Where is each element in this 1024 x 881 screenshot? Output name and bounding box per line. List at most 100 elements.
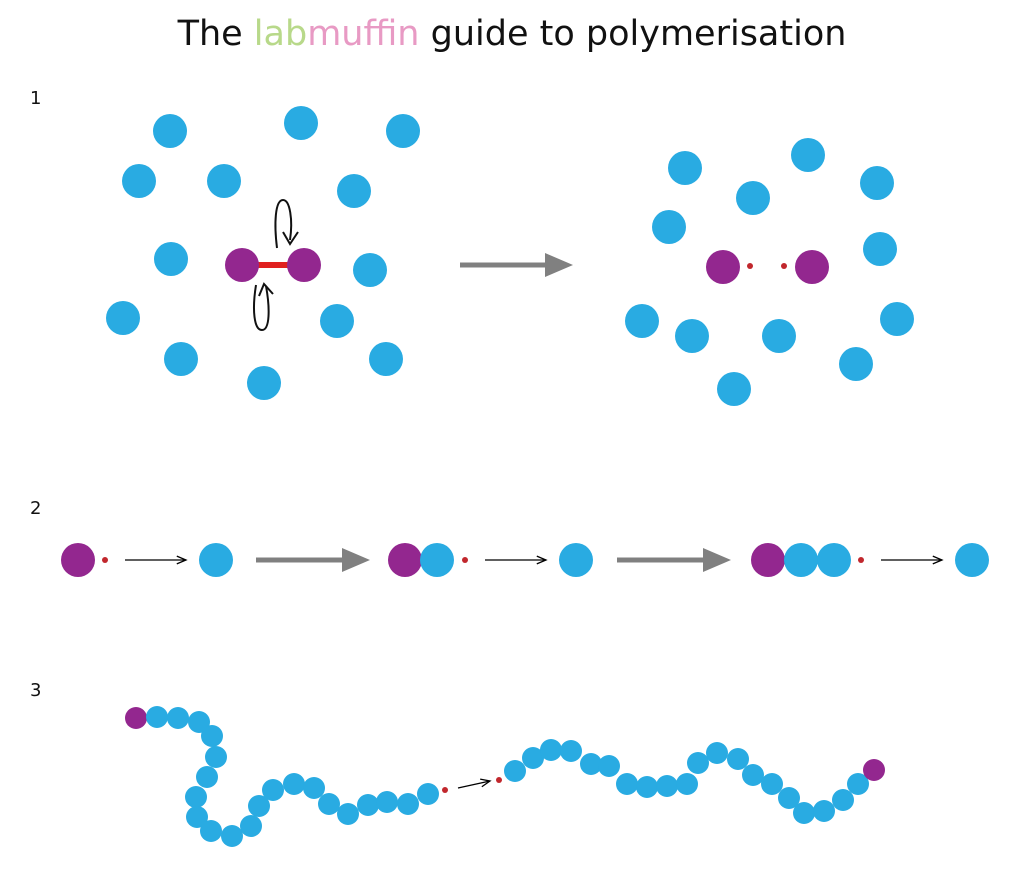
initiator [751,543,785,577]
title-lab: lab [253,14,308,54]
monomer [668,151,702,185]
rotation-arrow-top [274,198,293,249]
monomer [717,372,751,406]
chain-monomer [318,793,340,815]
reaction-arrow [460,253,573,277]
chain-monomer [221,825,243,847]
chain-monomer [656,775,678,797]
monomer [625,304,659,338]
radical-electron [442,787,448,793]
monomer [386,114,420,148]
monomer [153,114,187,148]
small-arrow-head [536,555,548,565]
monomer [284,106,318,140]
radical-electron [462,557,468,563]
attack-arrow [125,555,188,565]
step-2-label: 2 [30,498,42,519]
chain-monomer [793,802,815,824]
title-muffin: muffin [307,14,420,54]
rotation-arrow-bottom [253,284,270,332]
monomer [164,342,198,376]
monomer [106,301,140,335]
attack-arrow [457,778,492,789]
chain-monomer [636,776,658,798]
radical-electron [496,777,502,783]
small-arrow-head [480,778,492,788]
chain-monomer [687,752,709,774]
chain-monomer [742,764,764,786]
chain-monomer [813,800,835,822]
chain-monomer [376,791,398,813]
monomer [247,366,281,400]
initiator-end [863,759,885,781]
initiator [225,248,259,282]
initiator [287,248,321,282]
monomer [369,342,403,376]
step-1-initiation [106,106,914,406]
chain-monomer [283,773,305,795]
monomer [955,543,989,577]
monomer [559,543,593,577]
monomer [863,232,897,266]
monomer [207,164,241,198]
monomer [762,319,796,353]
monomer [122,164,156,198]
initiator-radical [61,543,95,577]
chain-monomer [146,706,168,728]
monomer [675,319,709,353]
chain-monomer [778,787,800,809]
reaction-arrow [256,548,370,572]
monomer [817,543,851,577]
big-arrow-head [545,253,573,277]
chain-monomer [240,815,262,837]
monomer [860,166,894,200]
monomer [420,543,454,577]
chain-monomer [397,793,419,815]
title-the: The [177,14,254,54]
chain-monomer [337,803,359,825]
step-1-label: 1 [30,88,42,109]
radical-electron [781,263,787,269]
chain-monomer [357,794,379,816]
chain-monomer [167,707,189,729]
chain-monomer [540,739,562,761]
chain-monomer [522,747,544,769]
small-arrow-head [932,555,944,565]
attack-arrow [881,555,944,565]
monomer [154,242,188,276]
step-3-label: 3 [30,680,42,701]
big-arrow-head [703,548,731,572]
chain-monomer [200,820,222,842]
monomer [880,302,914,336]
chain-monomer [706,742,728,764]
chain-monomer [616,773,638,795]
chain-monomer [303,777,325,799]
rotation-arrow-bottom-head [258,282,274,297]
monomer [652,210,686,244]
chain-monomer [560,740,582,762]
initiator-radical [795,250,829,284]
radical-electron [747,263,753,269]
radical-electron [858,557,864,563]
chain-monomer [832,789,854,811]
chain-monomer [598,755,620,777]
monomer [320,304,354,338]
chain-monomer [205,746,227,768]
page-title: The labmuffin guide to polymerisation [0,14,1024,54]
initiator [388,543,422,577]
small-arrow-head [176,555,188,565]
monomer [736,181,770,215]
chain-monomer [676,773,698,795]
chain-monomer [580,753,602,775]
chain-monomer [248,795,270,817]
title-rest: guide to polymerisation [419,14,847,54]
chain-monomer [186,806,208,828]
chain-monomer [727,748,749,770]
small-arrow-shaft [457,780,491,789]
chain-monomer [847,773,869,795]
radical-electron [102,557,108,563]
big-arrow-head [342,548,370,572]
monomer [199,543,233,577]
reaction-arrow [617,548,731,572]
